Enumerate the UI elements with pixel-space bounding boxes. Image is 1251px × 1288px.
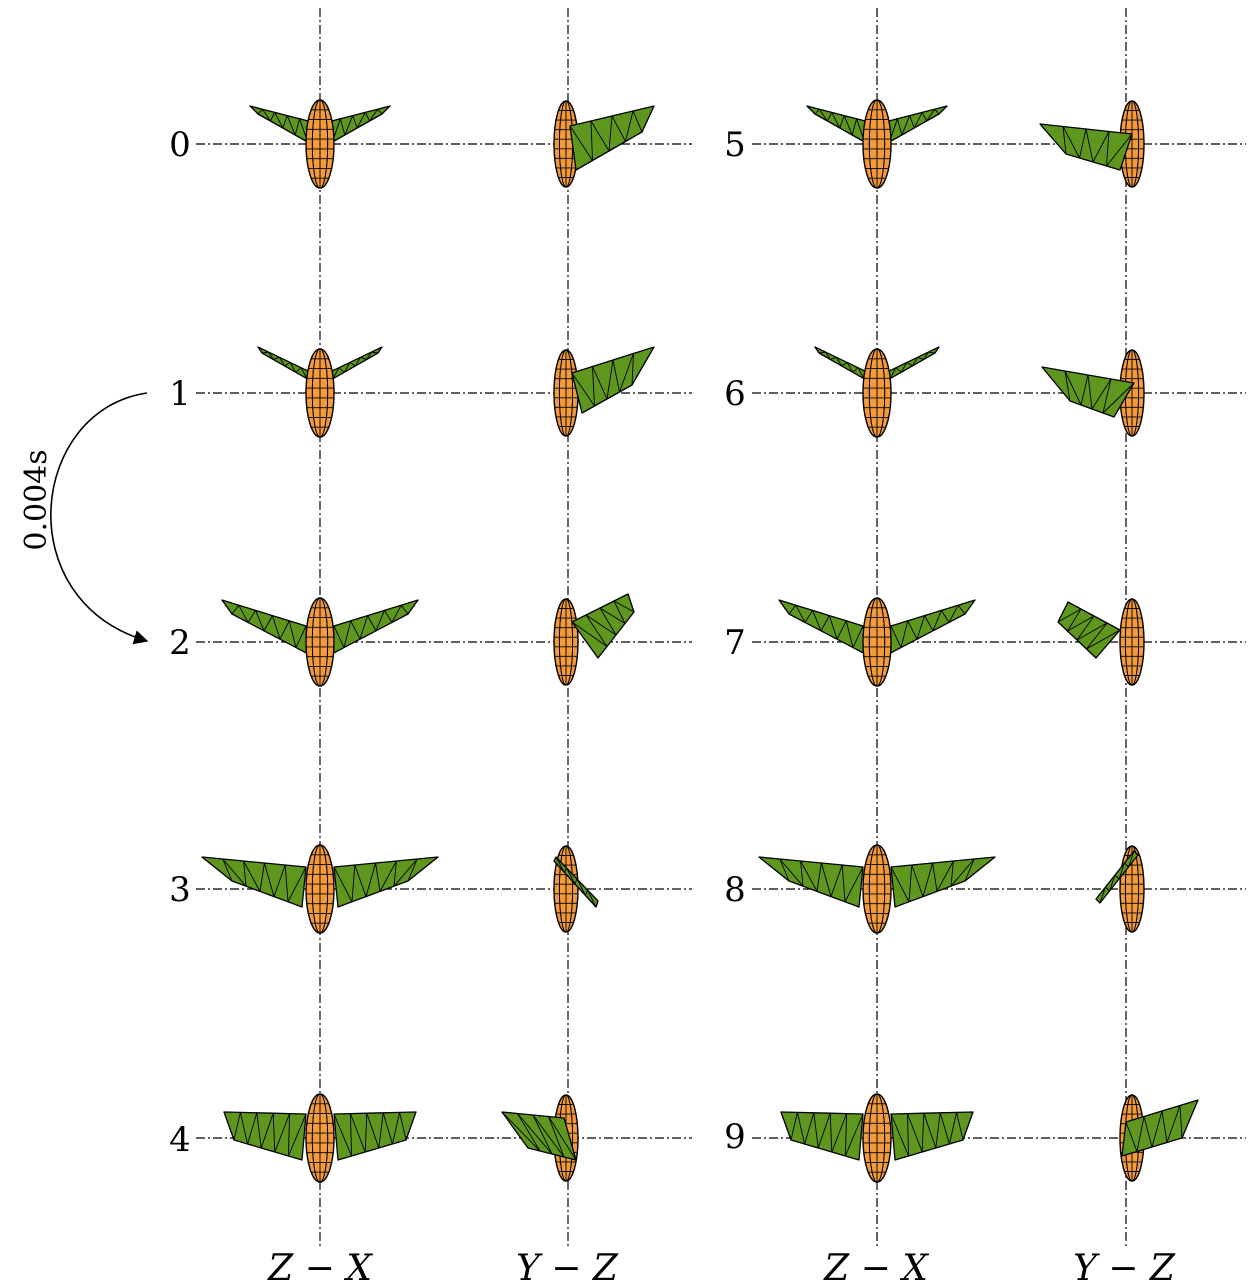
- frame-8-front-view: [758, 844, 996, 934]
- frame-label-1: 1: [169, 374, 191, 414]
- wing-side: [1041, 366, 1135, 418]
- wing-side: [1095, 850, 1139, 904]
- insect-frames: [201, 99, 1199, 1183]
- column-label-zx-right: Z − X: [823, 1248, 929, 1288]
- frame-1-front-view: [257, 346, 383, 438]
- frame-label-4: 4: [169, 1120, 191, 1160]
- insect-body: [862, 348, 892, 438]
- insect-body: [553, 100, 579, 188]
- frame-5-side-view: [1039, 100, 1145, 188]
- left-wing: [780, 1111, 864, 1161]
- right-wing: [890, 1111, 974, 1161]
- frame-6-front-view: [814, 346, 940, 438]
- wing-side: [571, 593, 635, 659]
- insect-body: [553, 598, 579, 686]
- insect-body: [862, 844, 892, 934]
- column-label-zx-left: Z − X: [267, 1248, 373, 1288]
- left-wing: [221, 599, 313, 657]
- time-step-arrow: [50, 392, 149, 645]
- frame-9-front-view: [780, 1093, 974, 1183]
- frame-label-2: 2: [169, 623, 191, 663]
- insect-body: [862, 597, 892, 687]
- frame-2-front-view: [221, 597, 419, 687]
- insect-body: [305, 1093, 335, 1183]
- left-wing: [223, 1111, 307, 1161]
- time-step-label: 0.004s: [19, 449, 54, 550]
- frame-0-side-view: [553, 100, 655, 188]
- frame-label-0: 0: [169, 125, 191, 165]
- frame-4-side-view: [501, 1094, 579, 1182]
- right-wing: [884, 599, 976, 657]
- insect-body: [1119, 100, 1145, 188]
- wing-side: [571, 346, 655, 414]
- column-label-yz-right: Y − Z: [1073, 1248, 1176, 1288]
- right-wing: [890, 856, 996, 908]
- column-label-yz-left: Y − Z: [516, 1248, 619, 1288]
- wing-side: [1057, 601, 1121, 659]
- frame-1-side-view: [553, 346, 655, 437]
- wing-side: [1121, 1099, 1199, 1157]
- insect-body: [553, 349, 579, 437]
- insect-body: [862, 99, 892, 189]
- wing-side: [501, 1111, 577, 1161]
- right-wing: [333, 1111, 417, 1161]
- frame-4-front-view: [223, 1093, 417, 1183]
- insect-body: [305, 348, 335, 438]
- frame-8-side-view: [1095, 845, 1145, 933]
- frame-label-9: 9: [724, 1117, 746, 1157]
- insect-body: [1119, 598, 1145, 686]
- right-wing: [333, 856, 439, 908]
- left-wing: [201, 856, 307, 908]
- frame-2-side-view: [553, 593, 635, 686]
- frame-7-front-view: [778, 597, 976, 687]
- wing-side: [569, 105, 655, 171]
- left-wing: [758, 856, 864, 908]
- frame-label-5: 5: [724, 125, 746, 165]
- frame-label-7: 7: [724, 623, 746, 663]
- wing-side: [553, 856, 599, 908]
- frame-0-front-view: [249, 99, 391, 189]
- insect-body: [305, 99, 335, 189]
- wing-side: [1039, 123, 1133, 171]
- frame-label-8: 8: [724, 870, 746, 910]
- frame-6-side-view: [1041, 349, 1145, 437]
- frame-3-front-view: [201, 844, 439, 934]
- frame-5-front-view: [806, 99, 948, 189]
- frame-9-side-view: [1119, 1094, 1199, 1182]
- frame-7-side-view: [1057, 598, 1145, 686]
- frame-label-3: 3: [169, 870, 191, 910]
- right-wing: [327, 599, 419, 657]
- insect-body: [305, 844, 335, 934]
- frame-3-side-view: [553, 845, 599, 933]
- insect-body: [305, 597, 335, 687]
- left-wing: [778, 599, 870, 657]
- frame-label-6: 6: [724, 374, 746, 414]
- insect-body: [862, 1093, 892, 1183]
